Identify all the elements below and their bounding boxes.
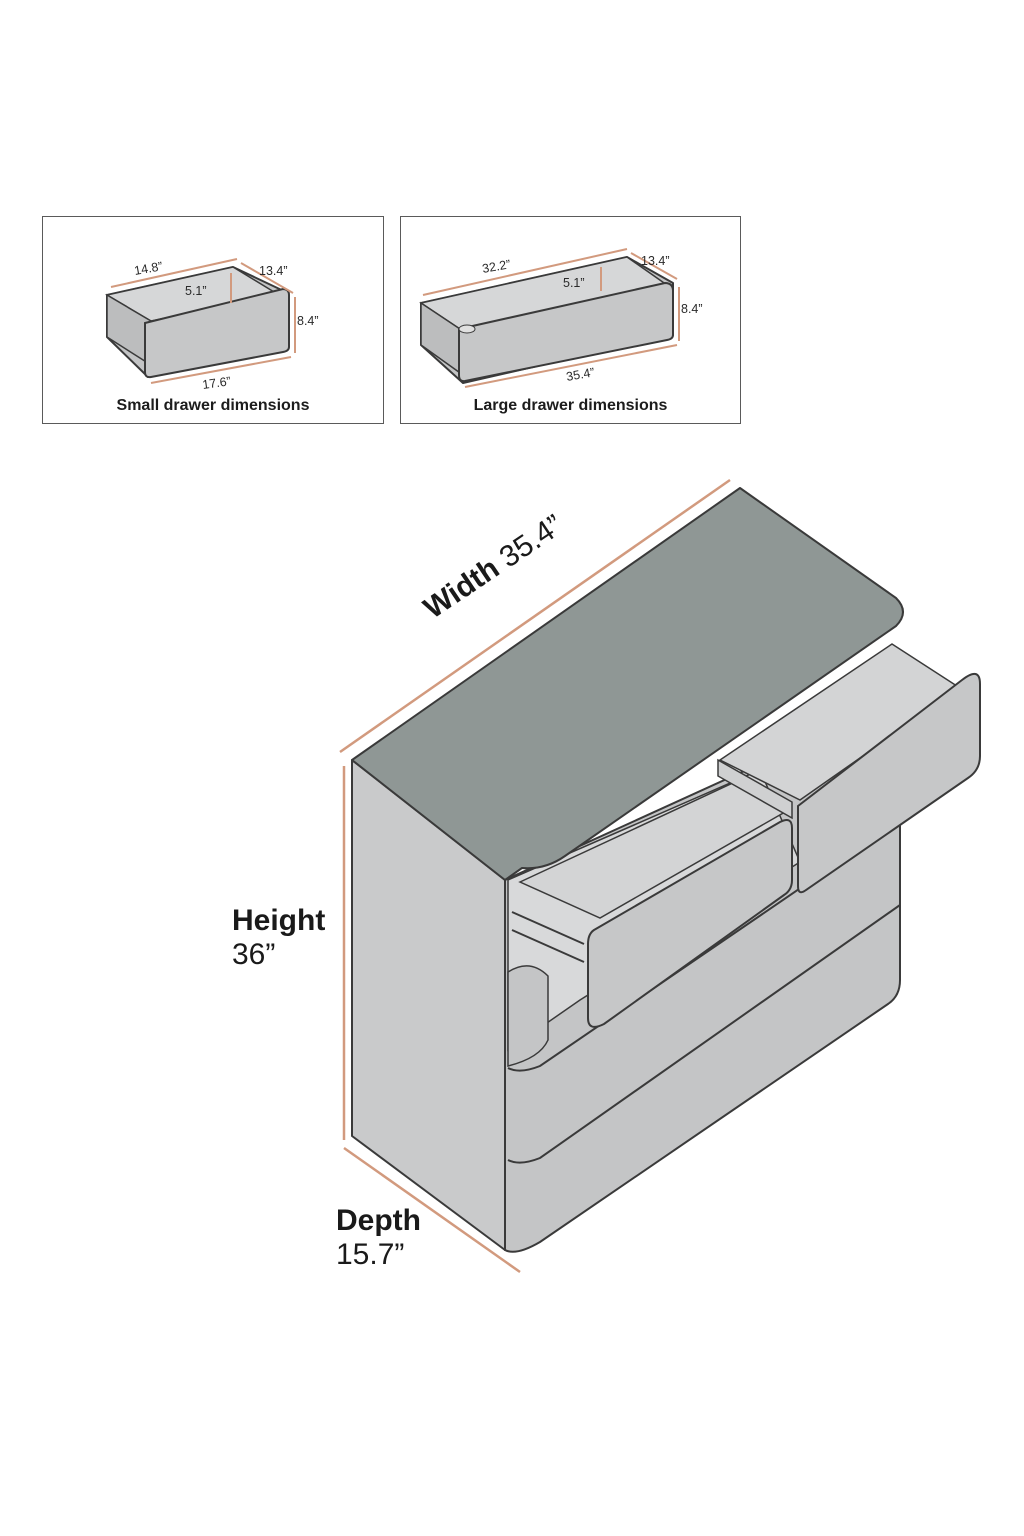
depth-label: Depth 15.7” xyxy=(336,1204,421,1271)
dresser-illustration xyxy=(339,478,981,1274)
small-drawer-open xyxy=(587,819,793,1028)
small-inner-width-text: 14.8” xyxy=(133,259,163,278)
small-drawer-caption: Small drawer dimensions xyxy=(116,397,310,414)
large-front-width-text: 35.4” xyxy=(565,365,595,384)
small-inner-height-text: 5.1” xyxy=(185,284,207,298)
large-drawer-panel: 32.2” 13.4” 5.1” 8.4” 35.4” Large drawer… xyxy=(400,216,741,424)
small-inner-width-line xyxy=(110,258,238,288)
small-drawer-panel: 14.8” 13.4” 5.1” 8.4” 17.6” Small drawer… xyxy=(42,216,384,424)
depth-label-value: 15.7” xyxy=(336,1237,405,1271)
width-dimension-line xyxy=(339,478,731,754)
depth-label-title: Depth xyxy=(336,1204,421,1237)
dresser-top xyxy=(351,487,904,881)
small-depth-text: 13.4” xyxy=(259,264,288,278)
large-drawer-open xyxy=(797,673,981,894)
small-front-width-text: 17.6” xyxy=(201,374,231,392)
large-drawer-illustration: 32.2” 13.4” 5.1” 8.4” 35.4” xyxy=(419,248,703,388)
small-drawer-illustration: 14.8” 13.4” 5.1” 8.4” 17.6” xyxy=(104,258,319,392)
large-drawer-caption: Large drawer dimensions xyxy=(473,397,668,414)
large-depth-text: 13.4” xyxy=(641,254,670,268)
height-label-value: 36” xyxy=(232,937,276,971)
depth-dimension-line xyxy=(343,1146,521,1274)
small-front-height-text: 8.4” xyxy=(297,314,319,328)
large-inner-width-text: 32.2” xyxy=(481,257,511,276)
height-label: Height 36” xyxy=(232,904,325,971)
large-front-height-text: 8.4” xyxy=(681,302,703,316)
height-label-title: Height xyxy=(232,904,326,937)
large-inner-height-text: 5.1” xyxy=(563,276,585,290)
